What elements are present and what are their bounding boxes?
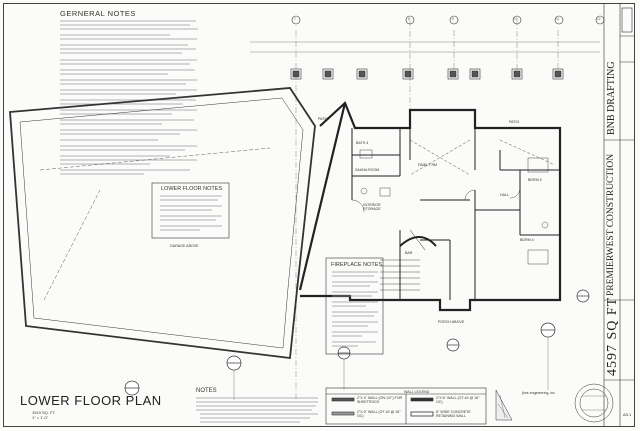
room-porch: PORCH ABOVE [438, 320, 465, 324]
plan-scale: 1" = 1'-0" [32, 415, 49, 420]
grid-marker-8: 8 [408, 17, 410, 21]
company-name: BNB DRAFTING [606, 61, 617, 135]
plan-sqft: 1519 SQ. FT. [32, 410, 56, 415]
legend-item-4: 8" WIDE CONCRETE RETAINING WALL [436, 410, 471, 419]
grid-marker-11: 11 [556, 17, 560, 21]
plan-sub: 1519 SQ. FT. 1" = 1'-0" [32, 410, 56, 420]
room-bdrm-4: BDRM 4 [520, 238, 534, 242]
room-patio-right: PATIO [509, 120, 520, 124]
room-sauna: SAUNA ROOM [355, 168, 380, 172]
total-sqft: 4597 SQ FT [605, 296, 620, 376]
room-interior-storage: INTERIOR STORAGE [363, 203, 381, 211]
notes-title: NOTES [196, 388, 217, 394]
room-bath: BATH 4 [356, 141, 369, 145]
general-notes-title: GERNERAL NOTES [60, 9, 136, 18]
grid-marker-10: 10 [514, 17, 518, 21]
general-notes-text-lines [60, 20, 198, 175]
project-name: PREMIERWEST CONSTRUCTION [606, 153, 616, 296]
room-hall: HALL [500, 193, 509, 197]
fireplace-notes-title: FIREPLACE NOTES [331, 262, 383, 268]
sheet-number: A3.1 [623, 412, 632, 417]
grid-marker-9: 9 [452, 17, 454, 21]
grid-marker-7: 7 [294, 17, 296, 21]
room-bdrm-5: BDRM 5 [528, 178, 542, 182]
room-family: FAMILY RM [418, 163, 438, 167]
grid-marker-12: 12 [597, 17, 601, 21]
legend-item-2: 2"X 6" WALL (OT #2 @ 16" OC) [357, 410, 401, 419]
legend-item-1: 2"X 4" WALL (ON 1/2") FOR SHEETROCK [357, 396, 403, 405]
lower-floor-notes-title: LOWER FLOOR NOTES [161, 186, 223, 192]
plan-title: LOWER FLOOR PLAN [20, 393, 162, 408]
room-patio-left: PATIO [318, 117, 329, 121]
engineer-name: jhns engineering, inc. [522, 391, 556, 395]
room-bar: BAR [405, 251, 413, 255]
legend-item-3: 2"X 6" WALL (OT #2 @ 16" OC) [436, 396, 480, 405]
room-garage: GARAGE ABOVE [170, 244, 199, 248]
sheet-border [3, 3, 635, 427]
wall-legend-title: WALL LEGEND [404, 390, 430, 394]
